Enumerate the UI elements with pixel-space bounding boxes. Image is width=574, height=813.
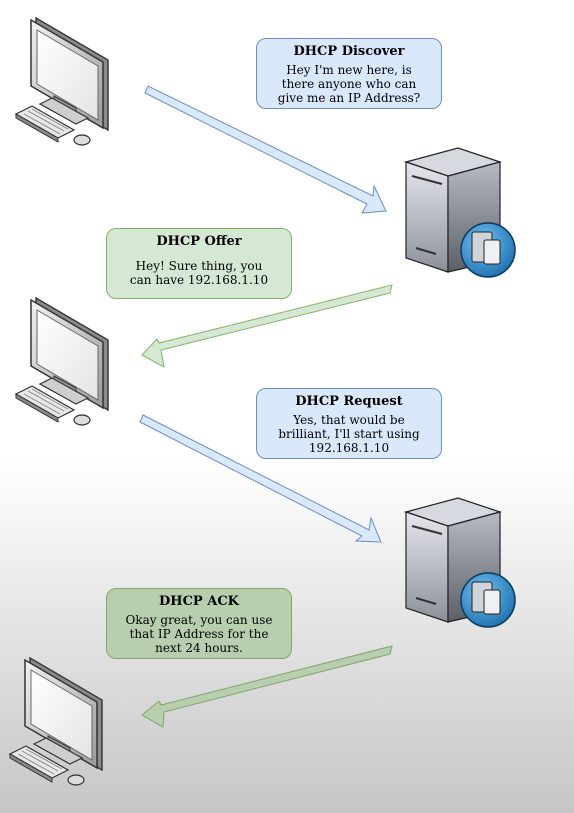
offer-message: DHCP Offer Hey! Sure thing, you can have… — [106, 228, 292, 299]
client-computer-icon — [15, 17, 109, 146]
client-computer-icon — [9, 657, 103, 786]
dhcp-server-icon — [405, 497, 516, 628]
message-title: DHCP Offer — [156, 234, 242, 249]
ack-arrow — [141, 645, 393, 728]
request-message: DHCP Request Yes, that would be brillian… — [256, 388, 442, 459]
ack-message: DHCP ACK Okay great, you can use that IP… — [106, 588, 292, 659]
message-text: Okay great, you can use that IP Address … — [125, 613, 273, 655]
message-text: Hey I'm new here, is there anyone who ca… — [277, 63, 421, 105]
discover-message: DHCP Discover Hey I'm new here, is there… — [256, 38, 442, 109]
message-title: DHCP Discover — [293, 44, 405, 59]
dhcp-server-icon — [405, 147, 516, 278]
message-title: DHCP Request — [295, 394, 403, 409]
offer-arrow — [141, 284, 393, 368]
message-title: DHCP ACK — [159, 594, 239, 609]
discover-arrow — [144, 85, 387, 214]
client-computer-icon — [15, 297, 109, 426]
request-arrow — [139, 414, 382, 543]
message-text: Yes, that would be brilliant, I'll start… — [278, 413, 420, 455]
message-text: Hey! Sure thing, you can have 192.168.1.… — [129, 259, 269, 287]
